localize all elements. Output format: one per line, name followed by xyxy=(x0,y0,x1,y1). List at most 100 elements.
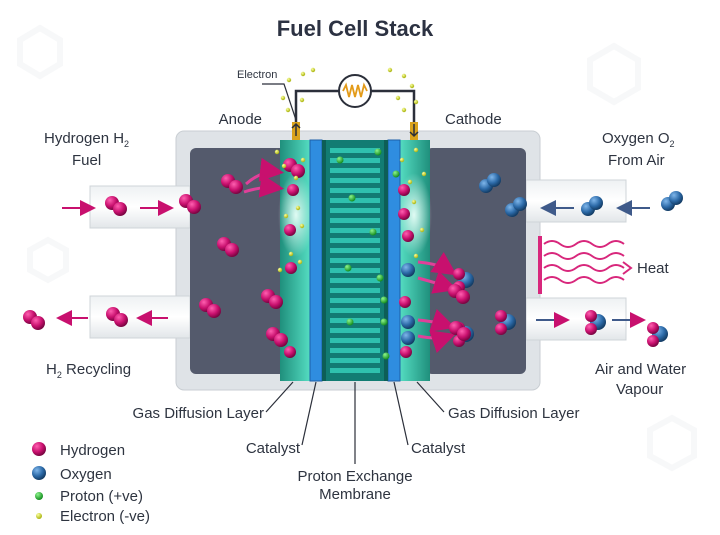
catalyst-layer-anode xyxy=(309,139,323,382)
hydrogen-atom xyxy=(269,295,283,309)
gas-diffusion-layer-right-label: Gas Diffusion Layer xyxy=(448,405,579,422)
proton-icon xyxy=(35,492,43,500)
hydrogen-atom xyxy=(291,164,305,178)
hydrogen-atom xyxy=(585,323,597,335)
electron xyxy=(407,179,413,185)
proton xyxy=(382,352,390,360)
oxygen-atom xyxy=(401,315,415,329)
electron xyxy=(299,223,305,229)
proton xyxy=(376,274,384,282)
oxygen-air-label-line2: From Air xyxy=(608,152,665,169)
hydrogen-atom xyxy=(284,224,296,236)
electron xyxy=(286,77,292,83)
pem-label: Proton Exchange xyxy=(297,468,412,485)
proton xyxy=(380,318,388,326)
electron xyxy=(387,67,393,73)
hydrogen-atom xyxy=(398,208,410,220)
legend-electron-label: Electron (-ve) xyxy=(60,508,150,525)
hydrogen-atom xyxy=(453,268,465,280)
hydrogen-atom xyxy=(114,313,128,327)
electron xyxy=(274,149,280,155)
electron xyxy=(300,71,306,77)
hydrogen-atom-icon xyxy=(32,442,46,456)
legend-oxygen-label: Oxygen xyxy=(60,466,112,483)
electron xyxy=(399,157,405,163)
electron xyxy=(413,99,419,105)
proton xyxy=(374,148,382,156)
heat-label: Heat xyxy=(637,260,670,277)
anode-label: Anode xyxy=(219,111,262,128)
electron-label: Electron xyxy=(237,69,277,81)
electron xyxy=(413,253,419,259)
electron xyxy=(299,97,305,103)
load-resistor-icon xyxy=(338,74,372,108)
hydrogen-atom xyxy=(284,346,296,358)
electron xyxy=(419,227,425,233)
hydrogen-atom xyxy=(229,180,243,194)
electron xyxy=(280,95,286,101)
electron xyxy=(288,251,294,257)
hydrogen-atom xyxy=(398,184,410,196)
oxygen-air-label: Oxygen O2 xyxy=(602,130,675,149)
hydrogen-atom xyxy=(457,327,471,341)
electron xyxy=(421,171,427,177)
catalyst-left-label: Catalyst xyxy=(246,440,301,457)
proton xyxy=(336,156,344,164)
gas-diffusion-layer-left-label: Gas Diffusion Layer xyxy=(133,405,264,422)
hydrogen-atom xyxy=(207,304,221,318)
hydrogen-atom xyxy=(399,296,411,308)
hydrogen-atom xyxy=(647,335,659,347)
pem-label-line2: Membrane xyxy=(319,486,391,503)
hydrogen-atom xyxy=(495,310,507,322)
electron xyxy=(285,107,291,113)
electron xyxy=(277,267,283,273)
hydrogen-atom xyxy=(225,243,239,257)
legend: Hydrogen Oxygen Proton (+ve) Electron (-… xyxy=(32,442,150,525)
proton xyxy=(369,228,377,236)
electron xyxy=(281,163,287,169)
electron xyxy=(310,67,316,73)
hydrogen-atom xyxy=(113,202,127,216)
hydrogen-fuel-label: Hydrogen H2 xyxy=(44,130,129,149)
hydrogen-atom xyxy=(285,262,297,274)
oxygen-atom xyxy=(401,331,415,345)
diagram-title: Fuel Cell Stack xyxy=(277,16,434,41)
external-circuit xyxy=(291,89,419,140)
electron xyxy=(413,147,419,153)
electron xyxy=(411,199,417,205)
electron xyxy=(300,157,306,163)
cathode-chamber xyxy=(426,148,526,374)
hydrogen-atom xyxy=(456,290,470,304)
leader-lines xyxy=(262,83,445,464)
hydrogen-atom xyxy=(495,323,507,335)
catalyst-right-label: Catalyst xyxy=(411,440,466,457)
air-water-label-line2: Vapour xyxy=(616,381,663,398)
hydrogen-atom xyxy=(402,230,414,242)
oxygen-atom xyxy=(487,173,501,187)
electron xyxy=(297,259,303,265)
electron xyxy=(409,83,415,89)
hydrogen-atom xyxy=(274,333,288,347)
electron xyxy=(293,175,299,181)
hydrogen-atom xyxy=(647,322,659,334)
hydrogen-atom xyxy=(585,310,597,322)
hydrogen-atom xyxy=(400,346,412,358)
electron xyxy=(401,107,407,113)
oxygen-atom-icon xyxy=(32,466,46,480)
electron xyxy=(295,205,301,211)
oxygen-inlet-pipe xyxy=(525,179,627,223)
electron xyxy=(283,213,289,219)
electron-icon xyxy=(36,513,42,519)
hydrogen-atom xyxy=(187,200,201,214)
oxygen-atom xyxy=(669,191,683,205)
proton xyxy=(346,318,354,326)
heat-waves-icon xyxy=(538,236,633,294)
oxygen-atom xyxy=(513,197,527,211)
oxygen-atom xyxy=(589,196,603,210)
proton xyxy=(392,170,400,178)
legend-proton-label: Proton (+ve) xyxy=(60,488,143,505)
proton-exchange-membrane xyxy=(322,140,388,381)
proton xyxy=(344,264,352,272)
